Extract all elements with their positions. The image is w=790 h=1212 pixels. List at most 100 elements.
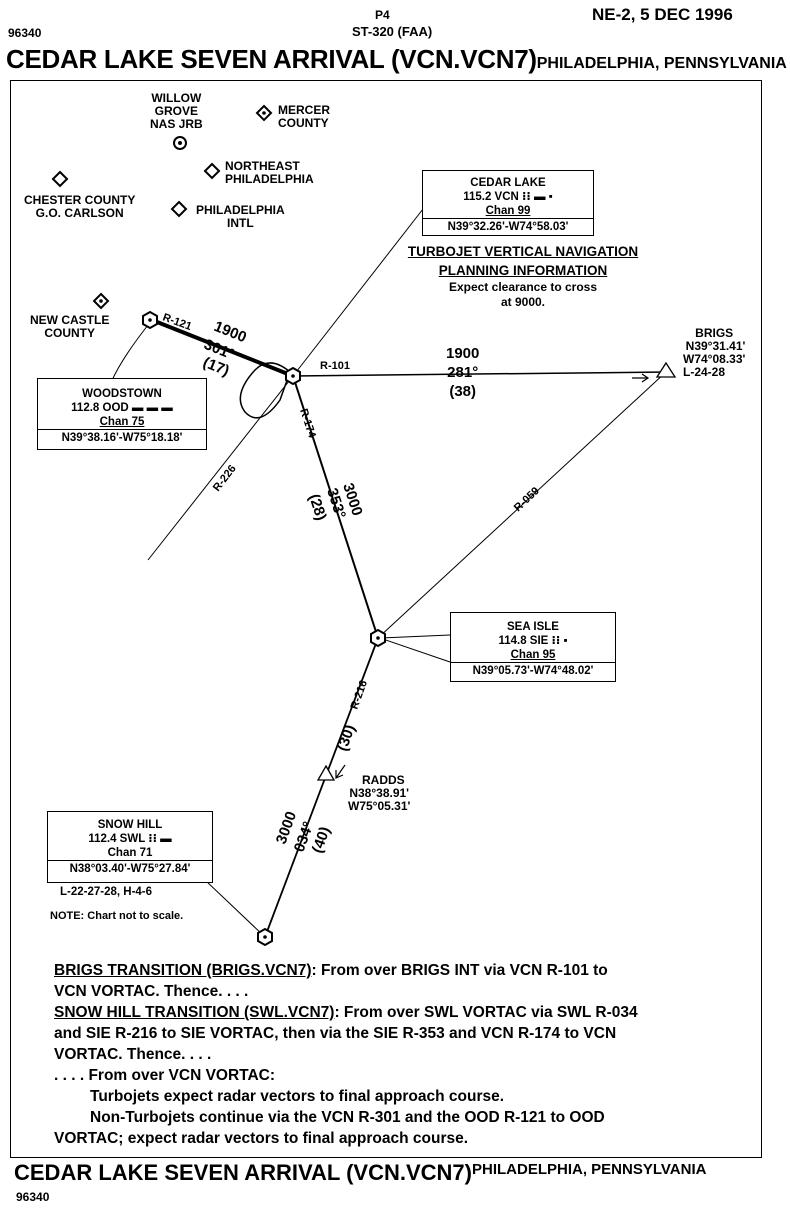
morse-icon: ⁝⁝ ▪ bbox=[551, 635, 568, 647]
route-vcn-brigs bbox=[292, 371, 667, 377]
navaid-name: CEDAR LAKE bbox=[470, 177, 546, 189]
fix-lon: W74°08.33' bbox=[683, 352, 746, 366]
airport-chester: CHESTER COUNTY G.O. CARLSON bbox=[24, 194, 135, 220]
chart-id-bottom: 96340 bbox=[16, 1190, 50, 1204]
navaid-freq: 114.8 SIE ⁝⁝ ▪ bbox=[451, 634, 615, 648]
navaid-chan: Chan 99 bbox=[485, 205, 531, 217]
vortac-vcn bbox=[285, 366, 301, 386]
seg-brigs-alt: 1900 bbox=[446, 345, 480, 362]
navaid-freq: 112.4 SWL ⁝⁝ ▬ bbox=[48, 832, 212, 846]
label-line: GROVE bbox=[154, 104, 199, 118]
route-sie-brigs bbox=[377, 371, 667, 639]
swl-heading: SNOW HILL TRANSITION (SWL.VCN7) bbox=[54, 1004, 335, 1021]
swl-text-2: and SIE R-216 to SIE VORTAC, then via th… bbox=[54, 1025, 617, 1042]
snow-hill-chart-refs: L-22-27-28, H-4-6 bbox=[60, 886, 153, 898]
airport-mercer: MERCER COUNTY bbox=[278, 104, 330, 130]
route-vcn-sie bbox=[292, 375, 379, 639]
route-sie-swl bbox=[264, 637, 379, 938]
holding-pattern bbox=[239, 362, 291, 419]
seg-brigs-dist: (38) bbox=[449, 383, 477, 400]
airport-chester-icon bbox=[51, 170, 69, 188]
label-line: CHESTER COUNTY bbox=[24, 193, 136, 207]
morse-icon: ▬ ▬ ▬ bbox=[131, 402, 173, 414]
common-4: VORTAC; expect radar vectors to final ap… bbox=[54, 1130, 469, 1147]
freq-text: 114.8 SIE bbox=[498, 635, 549, 647]
vnav-line2: PLANNING INFORMATION bbox=[438, 263, 608, 278]
morse-icon: ⁝⁝ ▬ bbox=[148, 833, 172, 845]
airport-willow-grove-icon bbox=[173, 136, 187, 150]
radial-label-r226: R-226 bbox=[211, 463, 239, 494]
footer-title: CEDAR LAKE SEVEN ARRIVAL (VCN.VCN7)PHILA… bbox=[14, 1160, 706, 1186]
leader-sea-isle bbox=[379, 634, 451, 663]
arrow-brigs bbox=[632, 373, 650, 383]
navaid-box-woodstown: WOODSTOWN 112.8 OOD ▬ ▬ ▬ Chan 75 N39°38… bbox=[37, 378, 207, 450]
chart-id-top: 96340 bbox=[8, 26, 42, 40]
radial-label-r174: R-174 bbox=[297, 407, 318, 440]
fix-name: RADDS bbox=[362, 773, 405, 787]
freq-text: 115.2 VCN bbox=[463, 191, 519, 203]
navaid-freq: 112.8 OOD ▬ ▬ ▬ bbox=[38, 401, 206, 415]
fix-charts: L-24-28 bbox=[683, 365, 726, 379]
fix-name: BRIGS bbox=[695, 326, 734, 340]
chart-frame bbox=[10, 80, 762, 1158]
chart-title: CEDAR LAKE SEVEN ARRIVAL (VCN.VCN7)PHILA… bbox=[6, 44, 787, 75]
page-number: P4 bbox=[375, 8, 390, 22]
vnav-line3: Expect clearance to cross bbox=[448, 280, 598, 294]
swl-text: : From over SWL VORTAC via SWL R-034 bbox=[334, 1004, 638, 1021]
brigs-text: : From over BRIGS INT via VCN R-101 to bbox=[311, 962, 608, 979]
airport-mercer-icon bbox=[255, 104, 273, 122]
radial-r226 bbox=[147, 375, 294, 561]
airport-new-castle-icon bbox=[92, 292, 110, 310]
fix-brigs: BRIGS N39°31.41' W74°08.33' L-24-28 bbox=[683, 327, 745, 379]
navaid-name: WOODSTOWN bbox=[82, 388, 162, 400]
transition-narrative: BRIGS TRANSITION (BRIGS.VCN7): From over… bbox=[54, 960, 754, 1149]
radial-label-r101: R-101 bbox=[320, 360, 350, 372]
footer-title-text: CEDAR LAKE SEVEN ARRIVAL (VCN.VCN7) bbox=[14, 1160, 472, 1185]
label-line: INTL bbox=[227, 216, 254, 230]
common-2: Turbojets expect radar vectors to final … bbox=[90, 1088, 505, 1105]
airport-northeast-icon bbox=[203, 162, 221, 180]
navaid-chan: Chan 71 bbox=[107, 847, 153, 859]
label-line: PHILADELPHIA bbox=[225, 172, 314, 186]
navaid-name: SNOW HILL bbox=[97, 819, 163, 831]
label-line: MERCER bbox=[278, 103, 331, 117]
seg-radds-dist: (30) bbox=[334, 722, 359, 753]
swl-transition: SNOW HILL TRANSITION (SWL.VCN7): From ov… bbox=[54, 1002, 754, 1023]
label-line: COUNTY bbox=[278, 116, 329, 130]
radial-label-r059: R-059 bbox=[512, 485, 542, 514]
navaid-coord: N39°32.26'-W74°58.03' bbox=[423, 218, 593, 235]
vortac-swl bbox=[257, 927, 273, 947]
navaid-box-sea-isle: SEA ISLE 114.8 SIE ⁝⁝ ▪ Chan 95 N39°05.7… bbox=[450, 612, 616, 682]
leader-cedar-lake bbox=[292, 199, 431, 377]
vnav-line4: at 9000. bbox=[500, 295, 546, 309]
seg-brigs: 1900 281° (38) bbox=[446, 344, 479, 401]
brigs-heading: BRIGS TRANSITION (BRIGS.VCN7) bbox=[54, 962, 312, 979]
navaid-coord: N39°05.73'-W74°48.02' bbox=[451, 662, 615, 679]
brigs-transition: BRIGS TRANSITION (BRIGS.VCN7): From over… bbox=[54, 960, 754, 981]
navaid-coord: N38°03.40'-W75°27.84' bbox=[48, 860, 212, 877]
navaid-coord: N39°38.16'-W75°18.18' bbox=[38, 429, 206, 446]
fix-radds: RADDS N38°38.91' W75°05.31' bbox=[348, 774, 410, 813]
navaid-name: SEA ISLE bbox=[507, 621, 559, 633]
leader-snow-hill bbox=[204, 879, 266, 938]
navaid-box-snow-hill: SNOW HILL 112.4 SWL ⁝⁝ ▬ Chan 71 N38°03.… bbox=[47, 811, 213, 883]
fix-lat: N39°31.41' bbox=[685, 339, 746, 353]
vortac-sie bbox=[370, 628, 386, 648]
airport-phl-icon bbox=[170, 200, 188, 218]
swl-text-3: VORTAC. Thence. . . . bbox=[54, 1046, 212, 1063]
freq-text: 112.4 SWL bbox=[88, 833, 146, 845]
fix-lat: N38°38.91' bbox=[349, 786, 410, 800]
chart-note: NOTE: Chart not to scale. bbox=[50, 910, 184, 922]
label-line: WILLOW bbox=[151, 91, 202, 105]
label-line: NORTHEAST bbox=[225, 159, 300, 173]
seg-brigs-crs: 281° bbox=[447, 364, 479, 381]
freq-text: 112.8 OOD bbox=[71, 402, 129, 414]
airport-phl: PHILADELPHIA INTL bbox=[196, 204, 285, 230]
brigs-fix-triangle bbox=[655, 361, 677, 378]
footer-location: PHILADELPHIA, PENNSYLVANIA bbox=[471, 1161, 707, 1178]
title-location: PHILADELPHIA, PENNSYLVANIA bbox=[536, 55, 787, 72]
label-line: NEW CASTLE bbox=[30, 313, 110, 327]
common-3: Non-Turbojets continue via the VCN R-301… bbox=[90, 1109, 605, 1126]
label-line: PHILADELPHIA bbox=[196, 203, 285, 217]
